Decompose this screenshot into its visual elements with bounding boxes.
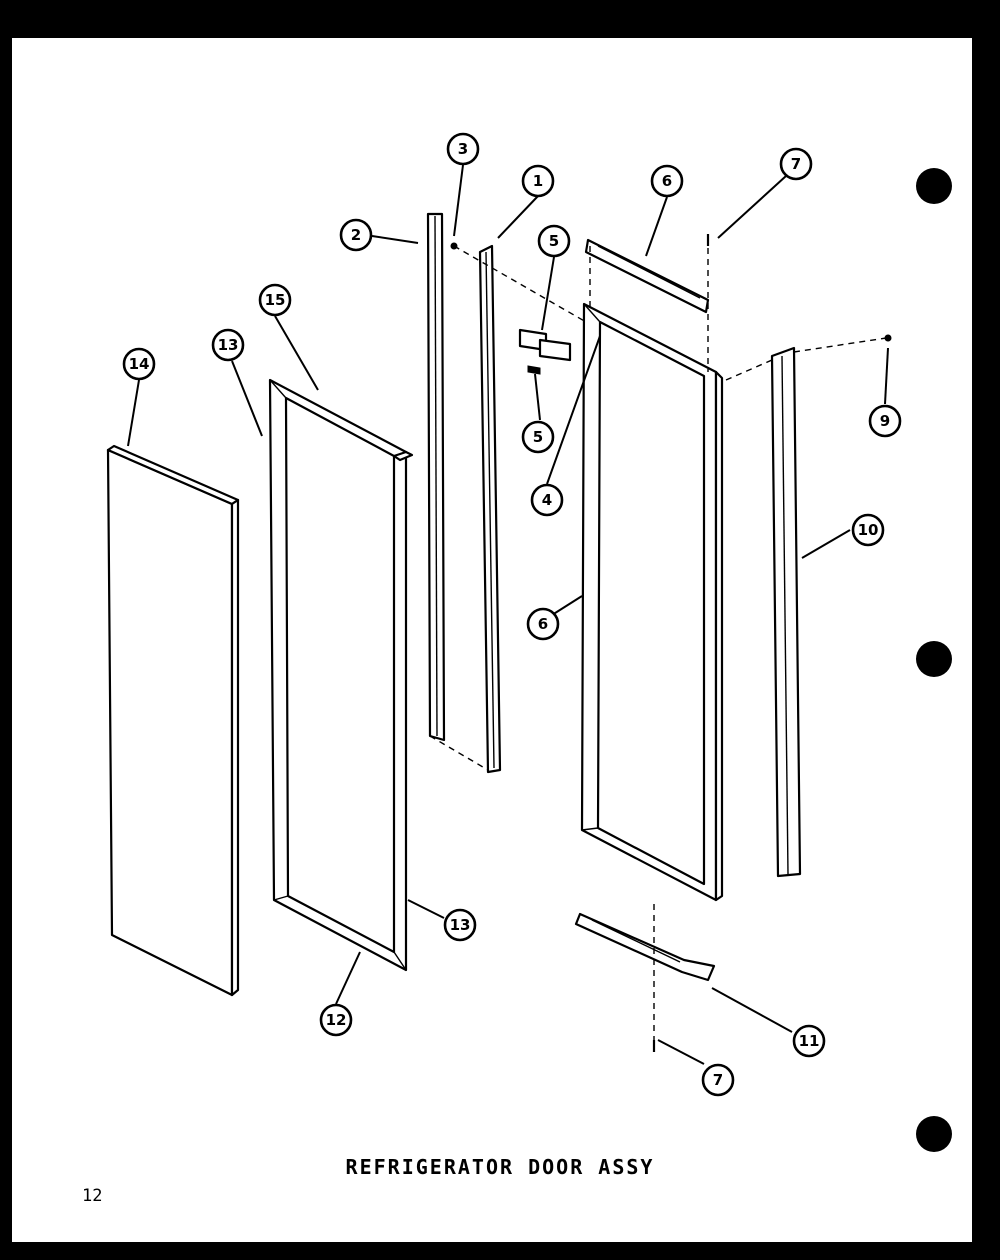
- hinge-bracket: [518, 328, 572, 375]
- callout-15: 15: [258, 283, 292, 317]
- side-trim: [770, 346, 802, 878]
- callout-11: 11: [792, 1024, 826, 1058]
- callout-9: 9: [868, 404, 902, 438]
- callout-13-bottom: 13: [443, 908, 477, 942]
- door-top-cap: [584, 238, 710, 314]
- callout-14: 14: [122, 347, 156, 381]
- svg-text:13: 13: [218, 336, 239, 354]
- svg-text:12: 12: [326, 1011, 347, 1029]
- svg-text:3: 3: [458, 140, 468, 158]
- callout-5-bottom: 5: [521, 420, 555, 454]
- callout-1: 1: [521, 164, 555, 198]
- svg-text:5: 5: [549, 232, 559, 250]
- callout-12: 12: [319, 1003, 353, 1037]
- svg-text:7: 7: [791, 155, 801, 173]
- door-liner-frame: [268, 378, 414, 972]
- svg-text:14: 14: [129, 355, 150, 373]
- callout-10: 10: [851, 513, 885, 547]
- svg-text:7: 7: [713, 1071, 723, 1089]
- screw: [884, 334, 892, 342]
- assembly-line: [429, 735, 489, 771]
- callout-7-bottom: 7: [701, 1063, 735, 1097]
- svg-text:1: 1: [533, 172, 543, 190]
- svg-text:13: 13: [450, 916, 471, 934]
- door-outer-panel: [106, 444, 240, 997]
- svg-text:2: 2: [351, 226, 361, 244]
- assembly-line: [793, 337, 887, 353]
- svg-text:9: 9: [880, 412, 890, 430]
- assembly-line: [453, 245, 601, 331]
- diagram-title: REFRIGERATOR DOOR ASSY: [345, 1155, 655, 1179]
- callout-4: 4: [530, 483, 564, 517]
- binder-hole: [916, 168, 952, 204]
- callout-6-side: 6: [526, 607, 560, 641]
- callout-2: 2: [339, 218, 373, 252]
- svg-text:11: 11: [799, 1032, 820, 1050]
- callout-7-top: 7: [779, 147, 813, 181]
- binder-hole: [916, 641, 952, 677]
- page-number: 12: [82, 1186, 103, 1206]
- hinge-channel: [478, 244, 502, 774]
- callout-3: 3: [446, 132, 480, 166]
- binder-hole: [916, 1116, 952, 1152]
- svg-text:6: 6: [662, 172, 672, 190]
- callout-13-top: 13: [211, 328, 245, 362]
- door-shell-frame: [580, 302, 724, 902]
- gasket-strip: [426, 212, 446, 742]
- svg-text:15: 15: [265, 291, 286, 309]
- callout-5-top: 5: [537, 224, 571, 258]
- svg-text:4: 4: [542, 491, 552, 509]
- svg-text:5: 5: [533, 428, 543, 446]
- callout-6-top: 6: [650, 164, 684, 198]
- svg-text:6: 6: [538, 615, 548, 633]
- door-bottom-cap: [574, 912, 716, 982]
- svg-text:10: 10: [858, 521, 879, 539]
- assembly-line: [725, 359, 773, 381]
